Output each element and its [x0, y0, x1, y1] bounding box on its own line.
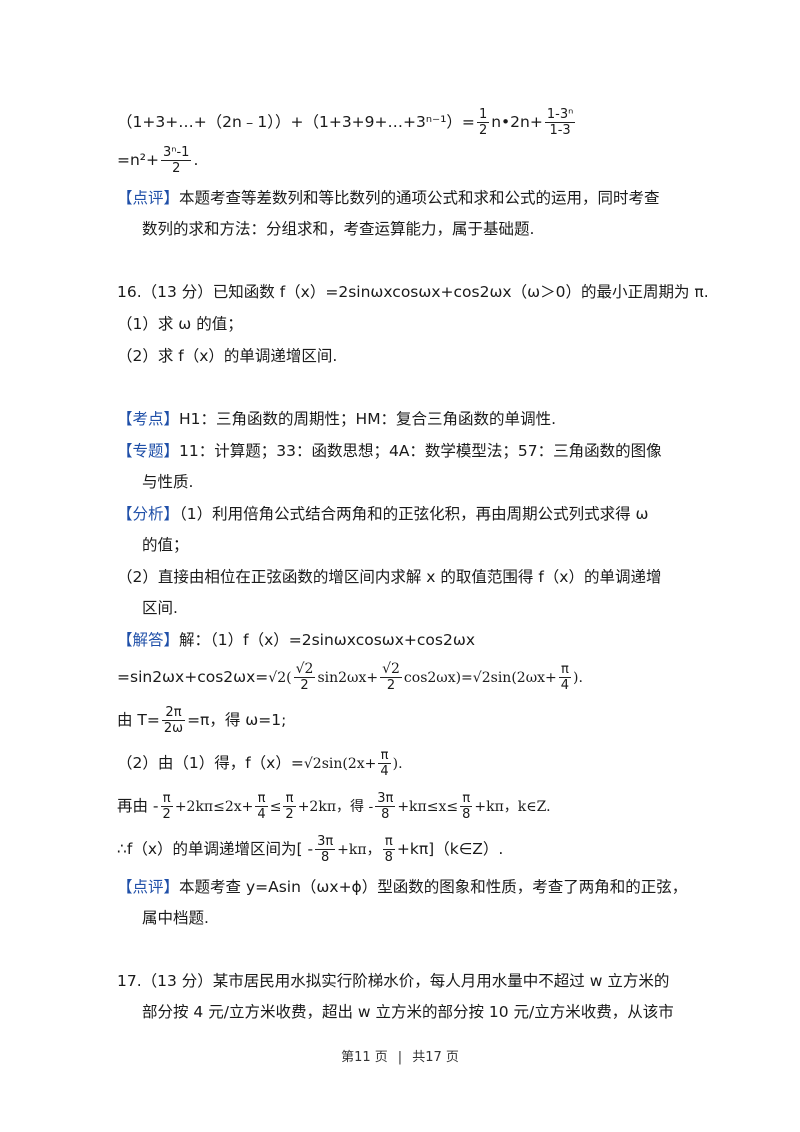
fenxi-part2: （2）直接由相位在正弦函数的增区间内求解 x 的取值范围得 f（x）的单调递增 [117, 568, 662, 586]
page-total: 共17 页 [412, 1050, 459, 1065]
question-17-cont: 部分按 4 元/立方米收费，超出 w 立方米的部分按 10 元/立方米收费，从该… [142, 1003, 674, 1021]
text: （1+3+…+（2n﹣1））+（1+3+9+…+3ⁿ⁻¹）= [117, 113, 475, 131]
fenxi-cont: 的值； [142, 536, 189, 554]
page-footer: 第11 页 | 共17 页 [0, 1046, 800, 1065]
comment-tag: 【点评】 [117, 878, 180, 896]
zhuanti-cont: 与性质. [142, 473, 194, 491]
question-16-part2: （2）求 f（x）的单调递增区间. [117, 347, 338, 365]
page-number: 第11 页 [341, 1050, 388, 1065]
comment-1: 【点评】本题考查等差数列和等比数列的通项公式和求和公式的运用，同时考查 [117, 189, 660, 207]
kaodian-tag: 【考点】 [117, 410, 180, 428]
comment-1-cont: 数列的求和方法：分组求和，考查运算能力，属于基础题. [142, 220, 535, 238]
comment-tag: 【点评】 [117, 189, 180, 207]
comment-2: 【点评】本题考查 y=Asin（ωx+ϕ）型函数的图象和性质，考查了两角和的正弦… [117, 878, 688, 896]
fenxi: 【分析】（1）利用倍角公式结合两角和的正弦化积，再由周期公式列式求得 ω [117, 505, 649, 523]
question-16: 16.（13 分）已知函数 f（x）=2sinωxcosωx+cos2ωx（ω＞… [117, 283, 709, 301]
fenxi-tag: 【分析】 [117, 505, 180, 523]
footer-separator: | [397, 1050, 403, 1065]
zhuanti-tag: 【专题】 [117, 442, 180, 460]
jieda-tag: 【解答】 [117, 631, 180, 649]
question-16-part1: （1）求 ω 的值； [117, 315, 243, 333]
zhuanti: 【专题】11：计算题；33：函数思想；4A：数学模型法；57：三角函数的图像 [117, 442, 662, 460]
question-17: 17.（13 分）某市居民用水拟实行阶梯水价，每人月用水量中不超过 w 立方米的 [117, 972, 670, 990]
jieda: 【解答】解：（1）f（x）=2sinωxcosωx+cos2ωx [117, 631, 476, 649]
kaodian: 【考点】H1：三角函数的周期性；HM：复合三角函数的单调性. [117, 410, 556, 428]
fenxi-part2-cont: 区间. [142, 599, 178, 617]
comment-2-cont: 属中档题. [142, 909, 209, 927]
